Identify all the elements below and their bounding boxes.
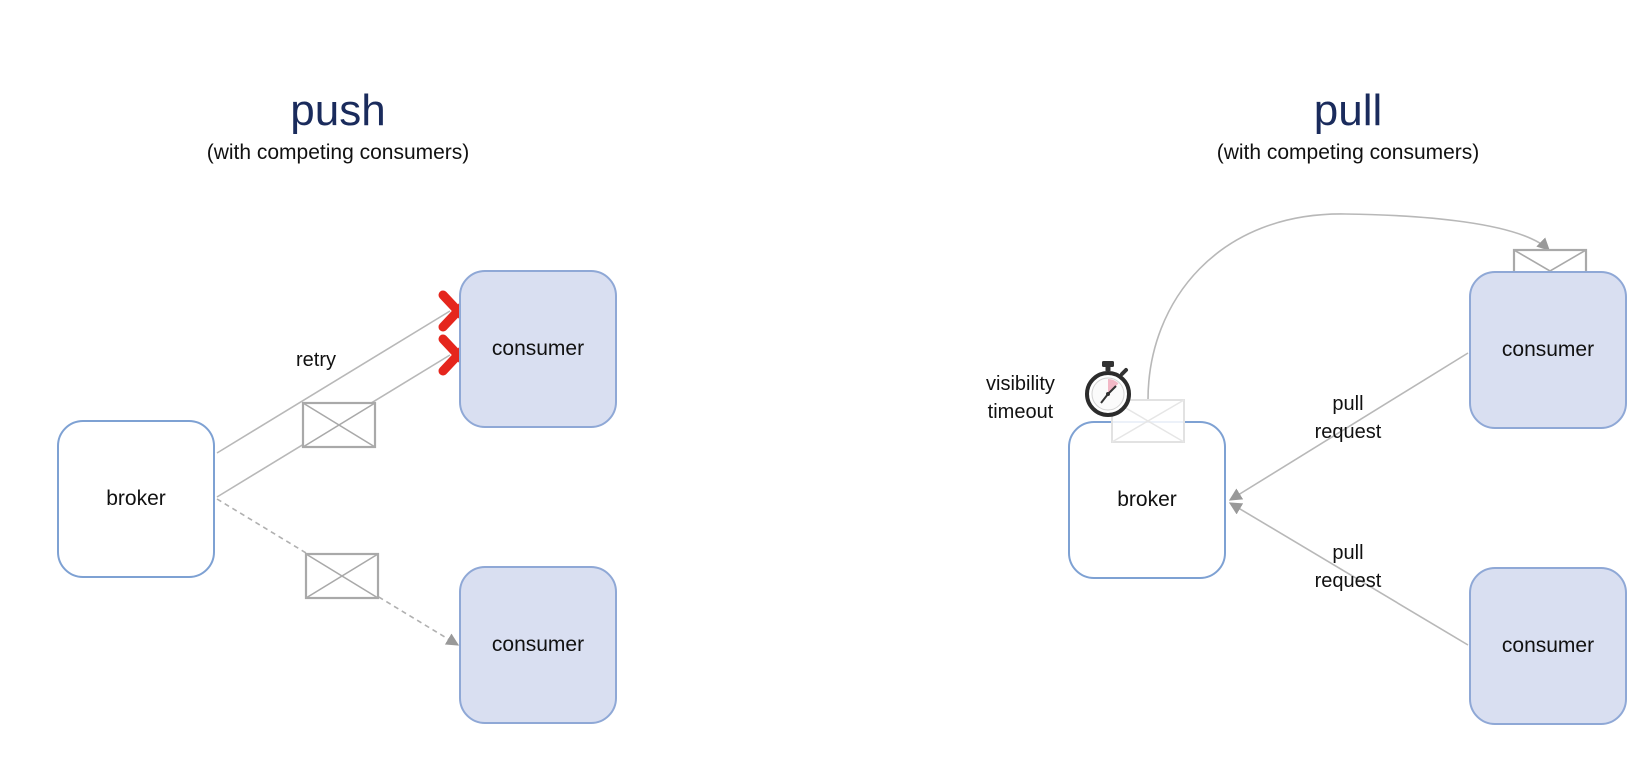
pull-request-line-top [1228,352,1469,501]
visibility-line-1: visibility [986,373,1055,395]
consumer-label: consumer [1501,634,1595,657]
push-broker-box: broker [57,420,215,578]
pull-title: pull [1313,86,1383,135]
consumer-label: consumer [491,337,585,360]
pull-request-line-bottom [1228,502,1469,646]
pull-consumer-top-box: consumer [1469,271,1627,429]
envelope-icon [301,401,377,449]
pull-request-top-line-1: pull [1332,393,1364,415]
stopwatch-icon [1085,361,1131,417]
push-dashed-line [216,498,460,646]
pull-request-label-top: pull request [1308,390,1388,446]
broker-label: broker [106,487,166,510]
pull-request-label-bottom: pull request [1308,539,1388,595]
retry-label: retry [296,349,336,371]
pull-broker-box: broker [1068,421,1226,579]
push-subtitle: (with competing consumers) [206,141,470,164]
pull-request-bottom-line-2: request [1314,570,1382,592]
consumer-label: consumer [1501,338,1595,361]
push-line-to-consumer-1 [216,310,451,454]
visibility-line-2: timeout [987,401,1054,423]
pull-subtitle: (with competing consumers) [1216,141,1480,164]
push-consumer-top-box: consumer [459,270,617,428]
envelope-icon [304,552,380,600]
consumer-label: consumer [491,633,585,656]
broker-label: broker [1117,488,1177,511]
pull-delivery-curve [1147,213,1550,401]
push-title: push [290,86,386,135]
pull-request-bottom-line-1: pull [1332,542,1364,564]
visibility-timeout-label: visibility timeout [986,370,1055,426]
push-consumer-bottom-box: consumer [459,566,617,724]
pull-consumer-bottom-box: consumer [1469,567,1627,725]
pull-request-top-line-2: request [1314,421,1382,443]
